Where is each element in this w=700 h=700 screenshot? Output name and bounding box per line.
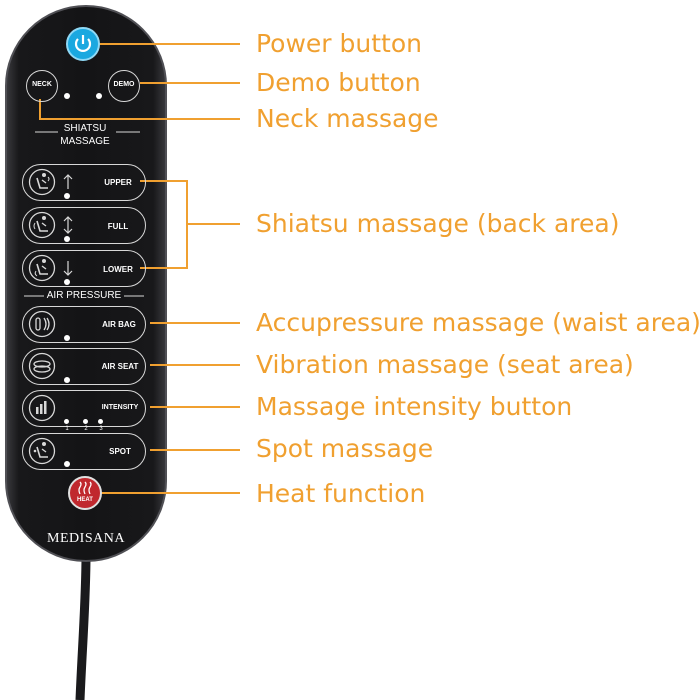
demo-button[interactable]: [108, 70, 140, 102]
callout-demo: Demo button: [256, 68, 421, 97]
airseat-indicator: [64, 377, 70, 383]
lower-indicator: [64, 279, 70, 285]
callout-vibration: Vibration massage (seat area): [256, 350, 634, 379]
airbag-label: AIR BAG: [102, 320, 136, 329]
demo-label: DEMO: [113, 81, 135, 88]
spot-indicator: [64, 461, 70, 467]
airbag-icon: [28, 310, 56, 338]
full-button[interactable]: [22, 207, 146, 244]
airseat-label: AIR SEAT: [101, 362, 139, 371]
massage-chair-icon: [28, 168, 56, 196]
arrow-up-icon: [63, 174, 73, 189]
neck-label: NECK: [32, 81, 52, 88]
intensity-indicator-3: [98, 419, 103, 424]
airseat-button[interactable]: [22, 348, 146, 385]
callout-lines: [39, 43, 240, 494]
callout-accupressure: Accupressure massage (waist area): [256, 308, 700, 337]
spot-button[interactable]: [22, 433, 146, 470]
heat-label: HEAT: [77, 497, 93, 503]
intensity-level-3: 3: [99, 426, 103, 432]
callout-heat: Heat function: [256, 479, 426, 508]
callout-shiatsu: Shiatsu massage (back area): [256, 209, 620, 238]
demo-indicator: [96, 93, 102, 99]
intensity-level-2: 2: [84, 426, 88, 432]
arrow-updown-icon: [63, 216, 73, 234]
airseat-icon: [28, 352, 56, 380]
lower-label: LOWER: [103, 265, 133, 274]
power-button[interactable]: [66, 27, 100, 61]
upper-label: UPPER: [104, 178, 132, 187]
intensity-button[interactable]: [22, 390, 146, 427]
shiatsu-header-line2: MASSAGE: [60, 136, 110, 147]
neck-indicator: [64, 93, 70, 99]
heat-button[interactable]: [68, 476, 102, 510]
intensity-indicator-1: [64, 419, 69, 424]
intensity-label: INTENSITY: [101, 404, 139, 411]
airbag-button[interactable]: [22, 306, 146, 343]
full-label: FULL: [107, 222, 129, 231]
full-indicator: [64, 236, 70, 242]
neck-button[interactable]: [26, 70, 58, 102]
arrow-down-icon: [63, 261, 73, 276]
upper-indicator: [64, 193, 70, 199]
massage-chair-icon: [28, 437, 56, 465]
intensity-bars-icon: [28, 394, 56, 422]
callout-spot: Spot massage: [256, 434, 434, 463]
airbag-indicator: [64, 335, 70, 341]
power-icon: [74, 35, 92, 52]
lower-button[interactable]: [22, 250, 146, 287]
callout-neck: Neck massage: [256, 104, 439, 133]
intensity-level-1: 1: [65, 426, 69, 432]
spot-label: SPOT: [109, 447, 131, 456]
shiatsu-header-line1: SHIATSU: [63, 123, 107, 134]
air-pressure-header: AIR PRESSURE: [46, 290, 122, 301]
massage-chair-icon: [28, 211, 56, 239]
brand-logo: Medisana: [47, 531, 125, 546]
upper-button[interactable]: [22, 164, 146, 201]
callout-power: Power button: [256, 29, 422, 58]
cable: [75, 554, 91, 700]
massage-chair-icon: [28, 254, 56, 282]
heat-icon: [78, 481, 92, 495]
intensity-indicator-2: [83, 419, 88, 424]
callout-intensity: Massage intensity button: [256, 392, 573, 421]
